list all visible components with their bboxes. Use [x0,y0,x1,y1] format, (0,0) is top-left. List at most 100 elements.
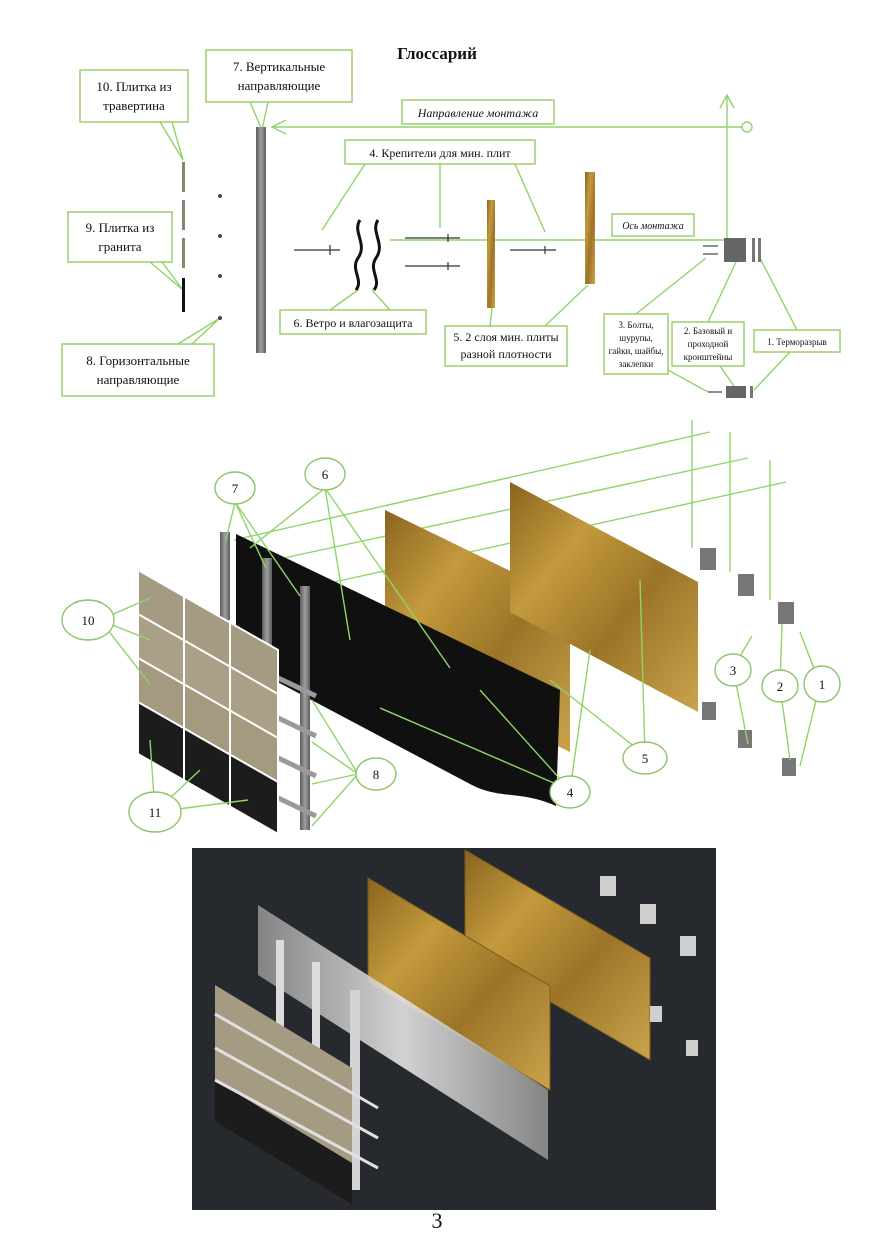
wind-membrane-panel [236,534,560,806]
render-vertical-3 [350,990,360,1190]
label-1-pointer-b [753,351,791,391]
brackets-top [703,238,761,398]
svg-text:4: 4 [567,785,574,800]
label-3-line4: заклепки [619,359,654,369]
label-8-pointer [177,317,221,345]
label-9-box [67,211,173,263]
label-8-line1: 8. Горизонтальные [86,353,190,368]
render-wool-back [464,849,651,1061]
svg-text:1: 1 [819,677,826,692]
label-4-text: 4. Крепители для мин. плит [369,146,511,160]
marker-11: 11 [128,791,182,833]
axis-up-arrow-icon [719,93,735,109]
marker-8: 8 [355,757,397,791]
label-5-box [444,325,568,367]
marker-5: 5 [622,741,668,775]
label-10-pointer [159,121,184,161]
svg-text:2: 2 [777,679,784,694]
svg-text:8: 8 [373,767,380,782]
axis-label: Ось монтажа [622,221,684,232]
svg-text:6: 6 [322,467,329,482]
label-2-line1: 2. Базовый и [684,326,733,336]
label-5-line2: разной плотности [460,347,552,361]
svg-text:10: 10 [82,613,95,628]
marker-6: 6 [304,457,346,491]
marker-7: 7 [214,471,256,505]
horizontal-rails [272,673,318,819]
direction-start-icon [741,121,753,133]
brackets-exploded [700,548,796,776]
render-wool-front [367,877,551,1091]
marker-2: 2 [761,669,799,703]
svg-text:5: 5 [642,751,649,766]
tile-edges [182,162,185,312]
wind-membrane-a [353,219,363,291]
label-10-line1: 10. Плитка из [96,79,171,94]
render-profile-long [258,905,548,1160]
label-6-pointer-b [371,289,391,311]
mineral-wool-thin [487,200,495,308]
label-5-pointer-a [489,307,493,327]
label-10-line2: травертина [103,98,165,113]
render-granite [215,1080,352,1205]
label-3-pointer-b [667,369,709,393]
label-1-pointer-a [759,257,798,331]
label-5-pointer-b [544,284,589,327]
label-2-line2: проходной [688,339,729,349]
direction-label: Направление монтажа [417,106,538,120]
label-2-pointer-b [719,365,735,387]
label-1-text: 1. Терморазрыв [767,337,827,347]
label-10-box [79,69,189,123]
label-8-line2: направляющие [97,372,180,387]
label-2-box [671,321,745,367]
marker-3: 3 [714,653,752,687]
label-6-text: 6. Ветро и влагозащита [293,316,413,330]
axis-label-box [611,213,695,237]
label-3-line2: шурупы, [619,333,652,343]
marker-1: 1 [803,665,841,703]
label-3-line3: гайки, шайбы, [609,346,664,356]
render-vertical-1 [276,940,284,1050]
label-2-line3: кронштейны [684,352,733,362]
svg-text:11: 11 [149,805,162,820]
label-3-line1: 3. Болты, [618,320,653,330]
label-3-box [603,313,669,375]
travertine-tiles [137,568,279,790]
direction-arrowhead-icon [270,119,287,135]
label-9-line1: 9. Плитка из [86,220,155,235]
label-6-pointer-a [329,289,359,311]
render-brackets [600,876,698,1056]
projection-lines [233,420,787,600]
label-3-pointer-a [635,257,707,315]
page-title: Глоссарий [397,44,477,63]
label-9-line2: гранита [98,239,141,254]
label-4-pointer-c [514,163,546,233]
render-3d [192,848,716,1210]
label-5-line1: 5. 2 слоя мин. плиты [453,330,558,344]
marker-4: 4 [549,775,591,809]
label-6-box [279,309,427,335]
render-rails [214,1012,379,1170]
label-7-pointer [249,101,269,133]
label-7-line1: 7. Вертикальные [233,59,326,74]
label-8-box [61,343,215,397]
label-7-box [205,49,353,103]
label-2-pointer-a [707,261,737,323]
top-schematic: Направление монтажа Ось монтажа 10. Плит… [61,49,841,398]
wind-membrane-b [371,219,381,291]
svg-text:7: 7 [232,481,239,496]
mineral-wool-thick [585,172,595,284]
horizontal-guide-dots [218,194,222,320]
mineral-wool-panel-back [510,482,698,712]
direction-label-box [401,99,555,125]
render-vertical-2 [312,962,320,1072]
label-7-line2: направляющие [238,78,321,93]
vertical-guide-rail [256,127,266,353]
label-9-pointer [149,261,184,291]
label-4-pointer-a [321,163,366,231]
vertical-rail-3 [300,586,310,830]
svg-text:3: 3 [730,663,737,678]
page-number: 3 [431,1208,443,1233]
marker-10: 10 [61,599,115,641]
